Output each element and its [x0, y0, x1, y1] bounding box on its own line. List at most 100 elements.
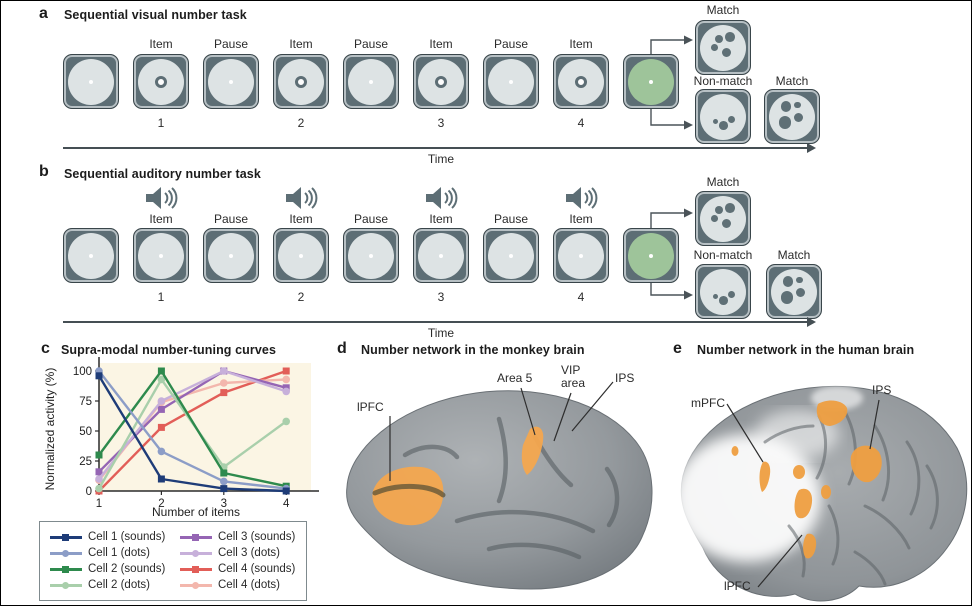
- y-tick-label: 75: [79, 396, 92, 408]
- legend-label: Cell 3 (sounds): [218, 531, 296, 543]
- speaker-icon-wrap: [564, 185, 598, 216]
- data-point: [157, 397, 166, 405]
- label-human-ips: IPS: [872, 383, 892, 397]
- delay-circle: [628, 58, 674, 105]
- choice-label-non-match: Non-match: [693, 74, 753, 88]
- data-point: [95, 475, 103, 483]
- human-sulci: [763, 410, 939, 586]
- legend-marker-square: [62, 533, 69, 541]
- data-point: [220, 379, 228, 387]
- data-point: [95, 468, 103, 476]
- stimulus-circle: [278, 232, 324, 279]
- legend-marker-circle: [62, 581, 69, 589]
- numerosity-dot: [725, 32, 735, 42]
- stimulus-phase-label: Item: [569, 212, 593, 226]
- item-number: 2: [297, 116, 305, 130]
- human-brain-illustration: [673, 385, 968, 602]
- stimulus-circle: [418, 232, 464, 279]
- data-point: [157, 447, 166, 456]
- speaker-icon: [146, 187, 178, 209]
- data-point: [220, 485, 228, 493]
- stimulus-phase-label: Item: [569, 37, 593, 51]
- panel-b-title: Sequential auditory number task: [64, 167, 261, 181]
- fixation-dot: [89, 79, 93, 84]
- numerosity-dot: [795, 288, 805, 298]
- choice-circle: [771, 268, 817, 315]
- x-tick-label: 4: [283, 498, 290, 510]
- stimulus-box: [63, 228, 119, 283]
- series-line-Cell 3 (dots): [97, 369, 288, 481]
- stimulus-circle: [208, 232, 254, 279]
- chart-legend: Cell 1 (sounds)Cell 1 (dots)Cell 2 (soun…: [39, 521, 307, 601]
- data-point: [282, 367, 290, 375]
- numerosity-dot: [780, 291, 794, 304]
- legend-marker-square: [62, 565, 69, 573]
- numerosity-dot: [714, 34, 723, 43]
- panel-a-branch-arrows: [650, 35, 693, 130]
- legend-item: Cell 1 (dots): [50, 545, 170, 561]
- human-activations: [731, 400, 882, 559]
- stimulus-circle: [558, 58, 604, 105]
- stimulus-phase-label: Pause: [353, 37, 389, 51]
- item-number: 1: [157, 290, 165, 304]
- panel-b-time-label: Time: [427, 326, 455, 340]
- dot-stimulus: [575, 75, 587, 88]
- choice-box-4-dots: [766, 264, 822, 319]
- numerosity-dot: [711, 44, 718, 51]
- stimulus-circle: [138, 232, 184, 279]
- monkey-brain-illustration: [346, 381, 653, 590]
- stimulus-box: [343, 228, 399, 283]
- data-point: [95, 372, 103, 380]
- speaker-icon: [286, 187, 318, 209]
- y-tick-label: 0: [86, 486, 92, 498]
- stimulus-circle: [138, 58, 184, 105]
- speaker-icon-wrap: [144, 185, 178, 216]
- numerosity-dot: [781, 101, 792, 112]
- y-tick-label: 100: [73, 366, 92, 378]
- legend-swatch: [180, 581, 212, 590]
- stimulus-box: [133, 54, 189, 109]
- stimulus-circle: [558, 232, 604, 279]
- stimulus-box: [553, 54, 609, 109]
- data-point: [282, 375, 290, 384]
- x-tick-label: 1: [96, 498, 102, 510]
- legend-label: Cell 4 (sounds): [218, 563, 296, 575]
- stimulus-box: [483, 54, 539, 109]
- fixation-dot: [649, 253, 653, 258]
- fixation-dot: [89, 253, 93, 258]
- stimulus-circle: [278, 58, 324, 105]
- stimulus-box: [413, 228, 469, 283]
- stimulus-box: [203, 228, 259, 283]
- monkey-leader-lines: [389, 381, 614, 481]
- fixation-dot: [229, 253, 233, 258]
- stimulus-circle: [348, 58, 394, 105]
- legend-label: Cell 1 (sounds): [88, 531, 166, 543]
- monkey-lpfc-activation: [372, 466, 444, 526]
- data-point: [220, 389, 228, 397]
- numerosity-dot: [719, 295, 728, 305]
- data-point: [282, 387, 290, 396]
- numerosity-dot: [714, 205, 723, 214]
- stimulus-circle: [68, 58, 114, 105]
- data-point: [95, 451, 103, 459]
- stimulus-phase-label: Pause: [493, 212, 529, 226]
- panel-c-title: Supra-modal number-tuning curves: [61, 343, 277, 357]
- stimulus-box: [273, 54, 329, 109]
- label-monkey-area5: Area 5: [497, 371, 533, 385]
- fixation-dot: [509, 79, 513, 84]
- principal-sulcus: [372, 483, 446, 498]
- speaker-icon: [566, 187, 598, 209]
- legend-item: Cell 3 (dots): [180, 545, 300, 561]
- label-monkey-ips: IPS: [615, 371, 635, 385]
- stimulus-circle: [68, 232, 114, 279]
- numerosity-dot: [725, 203, 735, 213]
- choice-label-match: Match: [706, 175, 740, 189]
- x-axis-title: Number of items: [151, 505, 241, 519]
- label-human-lpfc: lPFC: [724, 579, 751, 593]
- speaker-icon-wrap: [284, 185, 318, 216]
- numerosity-dot: [722, 47, 732, 57]
- stimulus-circle: [208, 58, 254, 105]
- stimulus-phase-label: Pause: [213, 37, 249, 51]
- stimulus-circle: [348, 232, 394, 279]
- numerosity-dot: [712, 294, 718, 300]
